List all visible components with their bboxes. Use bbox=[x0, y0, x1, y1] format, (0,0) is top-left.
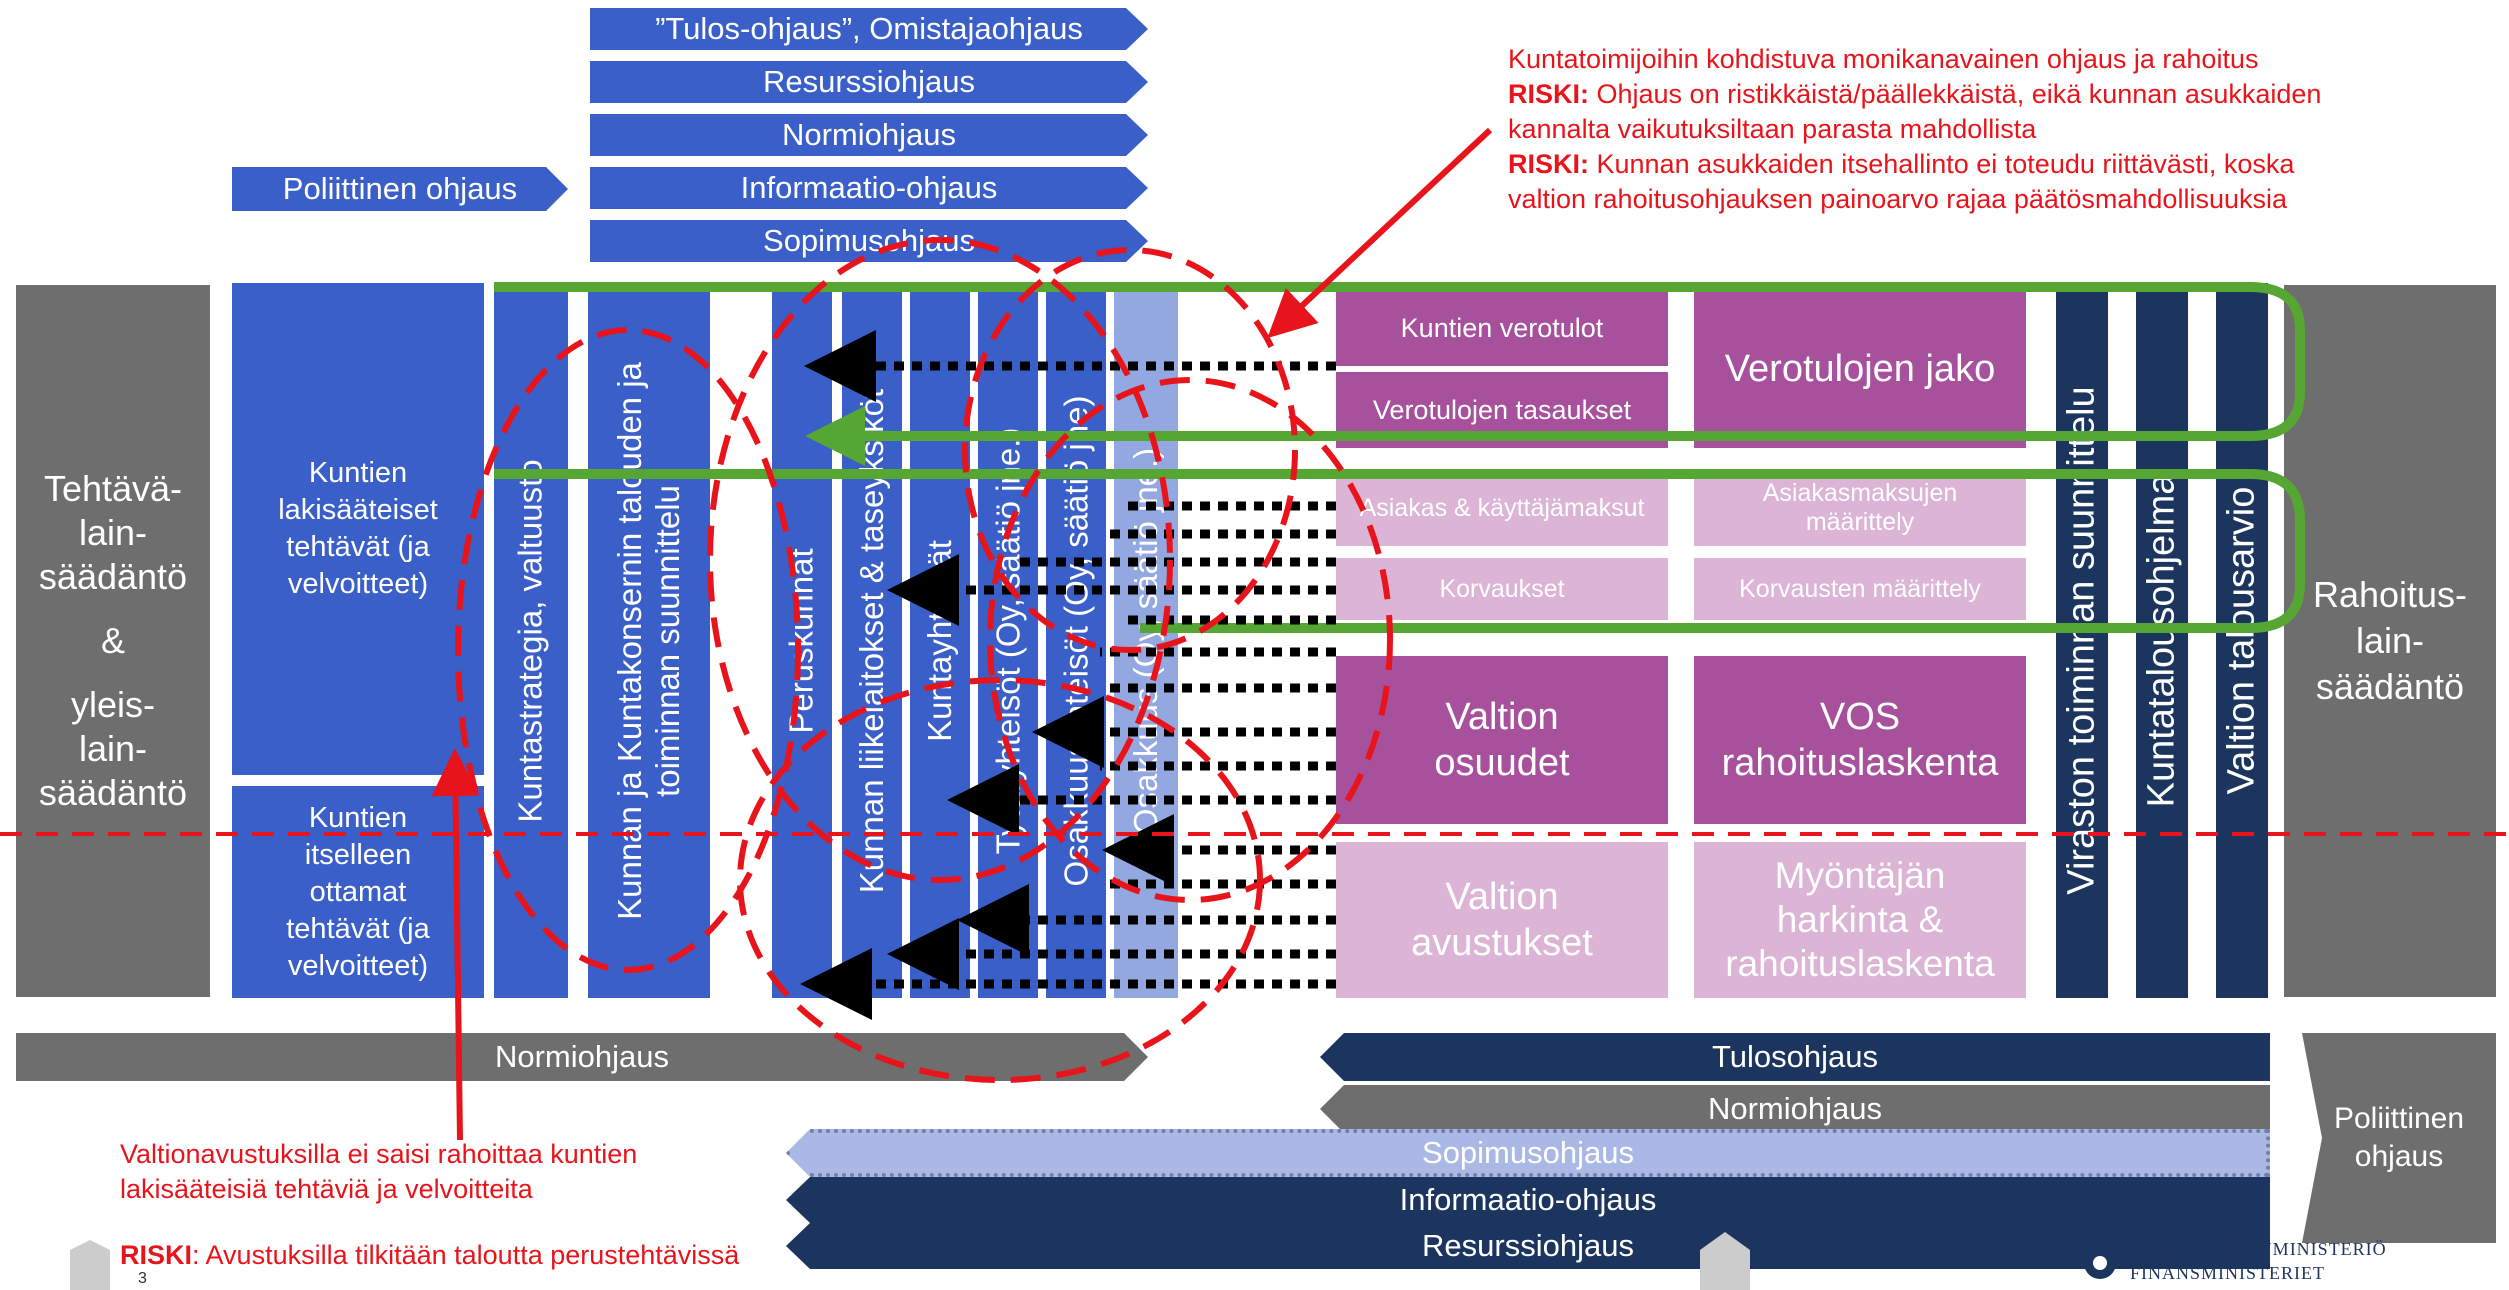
top-control-informaatio-ohjaus: Informaatio-ohjaus bbox=[590, 167, 1148, 209]
finance-asiakasmaksut: Asiakas & käyttäjämaksut bbox=[1336, 470, 1668, 546]
mechanism-verotulojen-jako: Verotulojen jako bbox=[1694, 290, 2026, 448]
finance-valtion-osuudet: Valtion osuudet bbox=[1336, 656, 1668, 824]
column-peruskunnat: Peruskunnat bbox=[772, 283, 832, 998]
finance-verotulojen-tasaukset: Verotulojen tasaukset bbox=[1336, 372, 1668, 448]
column-kuntastrategia: Kuntastrategia, valtuusto bbox=[494, 283, 568, 998]
top-control-resurssiohjaus: Resurssiohjaus bbox=[590, 61, 1148, 103]
top-control-tulosohjaus: ”Tulos-ohjaus”, Omistajaohjaus bbox=[590, 8, 1148, 50]
risk-note-risk2-cont: valtion rahoitusohjauksen painoarvo raja… bbox=[1508, 184, 2287, 214]
bottom-sopimusohjaus: Sopimusohjaus bbox=[786, 1129, 2270, 1177]
column-kuntayhtymat: Kuntayhtymät bbox=[910, 283, 970, 998]
bottom-resurssiohjaus: Resurssiohjaus bbox=[786, 1223, 2270, 1269]
ministry-logo: VALTIOVARAINMINISTERIÖ FINANSMINISTERIET bbox=[2078, 1235, 2498, 1290]
finance-valtion-avustukset: Valtion avustukset bbox=[1336, 842, 1668, 998]
top-control-sopimusohjaus: Sopimusohjaus bbox=[590, 220, 1148, 262]
column-valtion-talousarvio: Valtion talousarvio bbox=[2216, 283, 2268, 998]
risk-note-top: Kuntatoimijoihin kohdistuva monikanavain… bbox=[1508, 42, 2498, 217]
risk-note-bottom: RISKI: Avustuksilla tilkitään taloutta p… bbox=[120, 1240, 740, 1270]
note-valtionavustukset: Valtionavustuksilla ei saisi rahoittaa k… bbox=[120, 1139, 638, 1204]
column-osakkuus-light: Osakkuus (Oy, säätiö jne.) bbox=[1114, 283, 1178, 998]
column-tytaryhteisot: Tytäryhteisöt (Oy, säätiö jne.) bbox=[978, 283, 1038, 998]
bottom-normiohjaus-left: Normiohjaus bbox=[16, 1033, 1148, 1081]
top-control-poliittinen-ohjaus: Poliittinen ohjaus bbox=[232, 167, 568, 211]
mechanism-asiakasmaksujen-maarittely: Asiakasmaksujen määrittely bbox=[1694, 470, 2026, 546]
finance-kuntien-verotulot: Kuntien verotulot bbox=[1336, 290, 1668, 366]
risk-note-risk1: RISKI: Ohjaus on ristikkäistä/päällekkäi… bbox=[1508, 79, 2322, 109]
bottom-tulosohjaus: Tulosohjaus bbox=[1320, 1033, 2270, 1081]
ministry-crest-icon bbox=[2084, 1247, 2116, 1279]
risk-note-risk2: RISKI: Kunnan asukkaiden itsehallinto ei… bbox=[1508, 149, 2295, 179]
risk-note-line1: Kuntatoimijoihin kohdistuva monikanavain… bbox=[1508, 44, 2259, 74]
risk-note-risk1-cont: kannalta vaikutuksiltaan parasta mahdoll… bbox=[1508, 114, 2037, 144]
mechanism-vos-rahoituslaskenta: VOS rahoituslaskenta bbox=[1694, 656, 2026, 824]
mechanism-myontajan-harkinta: Myöntäjän harkinta & rahoituslaskenta bbox=[1694, 842, 2026, 998]
bottom-informaatio-ohjaus: Informaatio-ohjaus bbox=[786, 1177, 2270, 1223]
column-liikelaitokset: Kunnan liikelaitokset & taseyksiköt bbox=[842, 283, 902, 998]
rahoituslainsaadanto-block: Rahoitus-lain-säädäntö bbox=[2284, 285, 2496, 997]
grey-arrow-left bbox=[70, 1240, 110, 1290]
column-viraston-toiminnan-suunnittelu: Viraston toiminnan suunnittelu bbox=[2056, 283, 2108, 998]
mechanism-korvausten-maarittely: Korvausten määrittely bbox=[1694, 558, 2026, 620]
column-osakkuusyhteisot: Osakkuusyhteisöt (Oy, säätiö jne) bbox=[1046, 283, 1106, 998]
page-number: 3 bbox=[138, 1270, 147, 1287]
top-control-normiohjaus: Normiohjaus bbox=[590, 114, 1148, 156]
bottom-normiohjaus-right: Normiohjaus bbox=[1320, 1085, 2270, 1133]
finance-korvaukset: Korvaukset bbox=[1336, 558, 1668, 620]
column-kuntatalousohjelma: Kuntatalousohjelma bbox=[2136, 283, 2188, 998]
tehtavalainsaadanto-block: Tehtävä-lain-säädäntö & yleis-lain-säädä… bbox=[16, 285, 210, 997]
